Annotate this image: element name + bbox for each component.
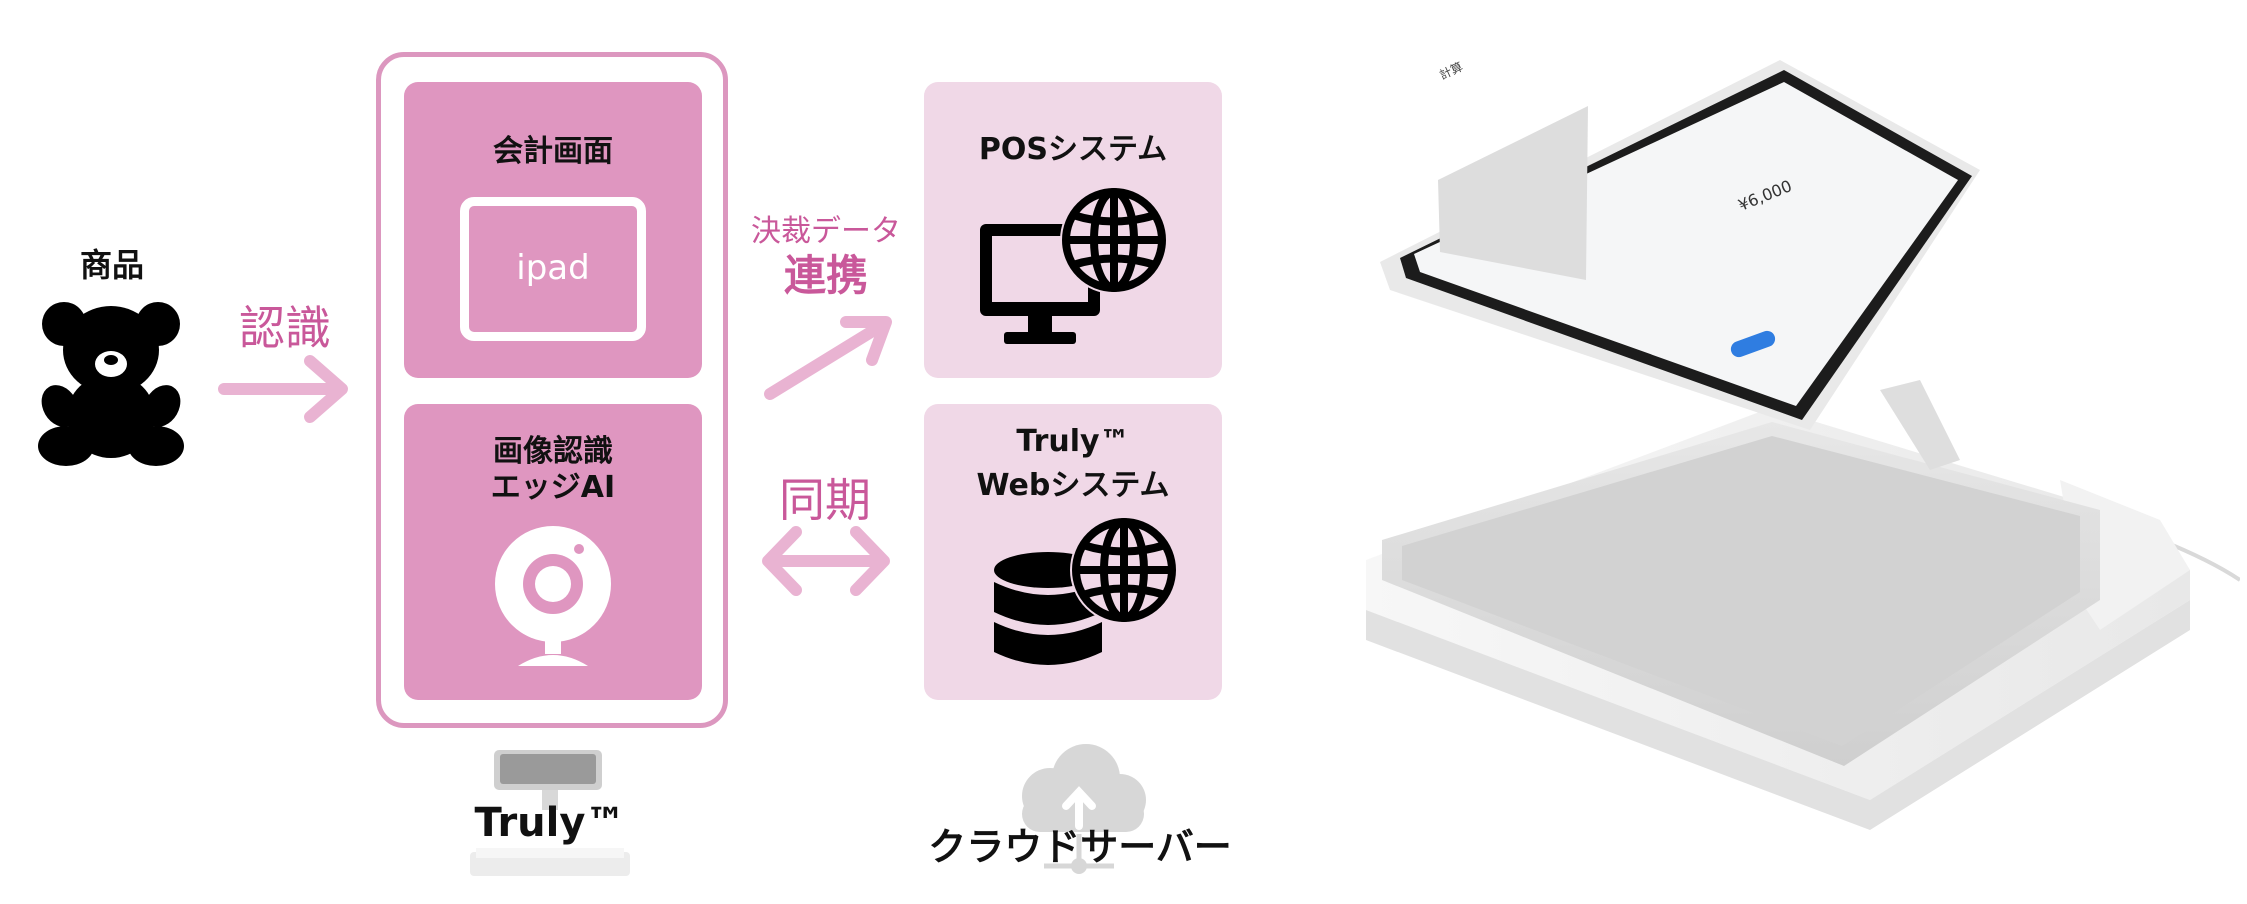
web-system-title-line1: Truly™ [1016, 424, 1130, 459]
teddy-bear-icon [36, 298, 186, 466]
pos-system-title: POSシステム [978, 132, 1168, 167]
cloud-server-caption: クラウドサーバー [928, 825, 1232, 869]
monitor-globe-icon [974, 184, 1174, 354]
webcam-icon [488, 524, 618, 670]
web-system-title-line2: Webシステム [976, 468, 1170, 503]
payment-arrow-icon [760, 308, 900, 408]
cloud-upload-icon [1004, 740, 1154, 880]
edge-ai-title-line2: エッジAI [490, 470, 616, 505]
payment-link-label: 連携 [783, 251, 868, 300]
checkout-screen-title: 会計画面 [493, 134, 613, 169]
recognition-label: 認識 [239, 301, 331, 355]
sync-arrow-icon [756, 520, 896, 602]
checkout-screen-panel [404, 82, 702, 378]
database-globe-icon [990, 512, 1190, 688]
truly-product-photo [1340, 40, 2240, 840]
edge-ai-title-line1: 画像認識 [493, 434, 613, 469]
product-label: 商品 [79, 246, 144, 284]
sync-label: 同期 [779, 473, 871, 527]
ipad-screen-text: ipad [516, 248, 590, 288]
truly-device-thumbnail [470, 748, 630, 878]
payment-data-label: 決裁データ [751, 214, 901, 249]
ipad-screen-icon [460, 197, 646, 341]
truly-caption: Truly™ [474, 800, 626, 846]
recognition-arrow-icon [218, 353, 358, 425]
